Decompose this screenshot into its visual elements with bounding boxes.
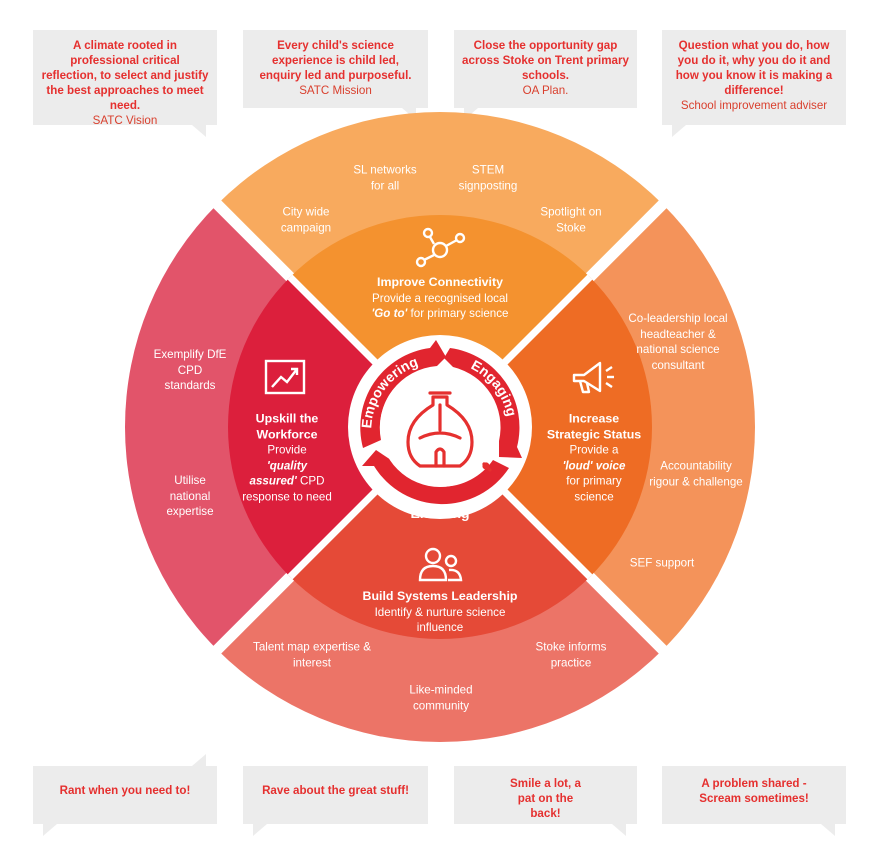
bubble-tail — [253, 824, 267, 836]
quadrant-bottom-label: Build Systems Leadership Identify & nurt… — [350, 589, 530, 636]
inner-sector-top — [290, 215, 590, 427]
bubble-tail — [192, 125, 206, 137]
quadrant-text: Provide a recognised local 'Go to' for p… — [350, 290, 530, 321]
outer-item-top: STEM signposting — [458, 163, 518, 193]
outer-item-right: SEF support — [629, 556, 695, 570]
bubble-text: Close the opportunity gap across Stoke o… — [462, 39, 629, 82]
quadrant-text-part: for primary science — [566, 474, 622, 504]
quadrant-text-part: Provide a — [569, 443, 619, 457]
outer-item-top: Spotlight on Stoke — [540, 205, 602, 235]
bubble-attribution: School improvement adviser — [680, 99, 828, 112]
bubble-text: A problem shared - Scream sometimes! — [699, 777, 809, 805]
bubble-text: Rave about the great stuff! — [262, 784, 409, 797]
outer-item-right: Accountability rigour & challenge — [649, 459, 743, 489]
outer-item-bottom: Talent map expertise & interest — [253, 640, 371, 670]
outer-item-right: Co-leadership local headteacher & nation… — [628, 312, 728, 372]
quadrant-title: Build Systems Leadership — [362, 588, 518, 603]
quadrant-text-part: CPD response to need — [242, 474, 332, 504]
bubble-attribution: OA Plan. — [522, 84, 569, 97]
outer-item-left: Utilise national expertise — [166, 473, 214, 518]
bubble-tail — [612, 824, 626, 836]
quadrant-text-emphasis: 'Go to' — [371, 306, 408, 320]
quadrant-text: Identify & nurture science influence — [374, 605, 506, 634]
bubble-tail — [672, 125, 686, 137]
chart-growth-icon — [264, 359, 306, 395]
bubble-oa-plan: Close the opportunity gap across Stoke o… — [454, 30, 637, 108]
bubble-attribution: SATC Vision — [92, 114, 158, 127]
flask-icon — [406, 391, 492, 472]
people-icon — [418, 547, 463, 582]
bubble-problem-shared: A problem shared - Scream sometimes! — [662, 766, 846, 824]
bubble-text: Question what you do, how you do it, why… — [675, 39, 833, 97]
bubble-satc-mission: Every child's science experience is chil… — [243, 30, 428, 108]
bubble-satc-vision: A climate rooted in professional critica… — [33, 30, 217, 127]
bubble-rant: Rant when you need to! — [33, 766, 217, 824]
quadrant-text-part: Provide a recognised local — [372, 291, 508, 305]
outer-item-top: City wide campaign — [280, 205, 332, 235]
bubble-tail — [43, 824, 57, 836]
bubble-text: A climate rooted in professional critica… — [41, 39, 209, 112]
quadrant-title: Improve Connectivity — [377, 274, 503, 289]
bubble-school-adviser: Question what you do, how you do it, why… — [662, 30, 846, 125]
outer-item-bottom: Stoke informs practice — [535, 640, 607, 670]
quadrant-top-label: Improve Connectivity Provide a recognise… — [350, 275, 530, 322]
empowering-arrow — [360, 340, 446, 448]
network-icon — [415, 227, 466, 268]
quadrant-text-part: for primary science — [410, 306, 509, 320]
quadrant-left-label: Upskill the Workforce Provide 'quality a… — [242, 412, 332, 505]
outer-item-left: Exemplify DfE CPD standards — [153, 347, 227, 392]
engaging-arrow — [444, 348, 522, 458]
quadrant-title: Upskill the Workforce — [255, 411, 319, 442]
inner-sector-right — [440, 277, 652, 577]
quadrant-text-emphasis: 'quality assured' — [249, 459, 308, 488]
enabling-arrow — [362, 450, 509, 505]
bubble-attribution: SATC Mission — [299, 84, 372, 97]
inner-sector-left — [228, 277, 440, 577]
bubble-tail — [821, 824, 835, 836]
quadrant-text: Provide 'quality assured' CPD response t… — [242, 443, 332, 505]
bubble-text: Every child's science experience is chil… — [259, 39, 412, 82]
bubble-tail — [192, 754, 206, 766]
quadrant-text-emphasis: 'loud' voice — [562, 459, 626, 472]
quadrant-text-part: Provide — [267, 443, 307, 457]
bubble-text: Rant when you need to! — [59, 784, 191, 797]
quadrant-right-label: Increase Strategic Status Provide a 'lou… — [546, 412, 642, 505]
bubble-rave: Rave about the great stuff! — [243, 766, 428, 824]
bubble-smile: Smile a lot, a pat on the back! — [454, 766, 637, 824]
outer-item-top: SL networks for all — [353, 163, 417, 193]
quadrant-title: Increase Strategic Status — [546, 411, 642, 442]
megaphone-icon — [572, 361, 614, 394]
bubble-text: Smile a lot, a pat on the back! — [510, 777, 581, 820]
outer-item-bottom: Like-minded community — [409, 683, 473, 713]
quadrant-text: Provide a 'loud' voice for primary scien… — [546, 443, 642, 505]
inner-sector-bottom — [290, 427, 590, 639]
ring-label-enabling: Enabling — [410, 505, 469, 521]
inner-ring — [228, 215, 652, 639]
